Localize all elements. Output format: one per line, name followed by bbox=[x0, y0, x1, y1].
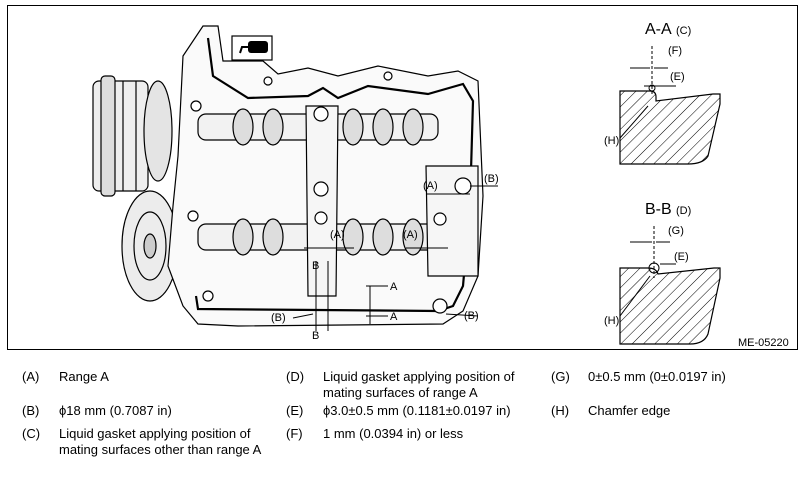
callout-b-3: (B) bbox=[464, 310, 479, 322]
section-aa-title: A-A bbox=[645, 21, 672, 38]
legend-code: (G) bbox=[551, 369, 570, 384]
callout-b-2: (B) bbox=[271, 312, 286, 324]
section-aa-hatch bbox=[619, 90, 721, 165]
legend-desc: Liquid gasket applying position of matin… bbox=[323, 369, 515, 400]
legend-code: (C) bbox=[22, 426, 41, 441]
section-aa-ref: (C) bbox=[676, 25, 691, 37]
legend-code: (E) bbox=[286, 403, 304, 418]
section-aa-h: (H) bbox=[604, 135, 619, 147]
cylinder-head-drawing bbox=[92, 25, 484, 327]
legend-desc: 1 mm (0.0394 in) or less bbox=[323, 426, 464, 441]
cut-label-b-top: B bbox=[312, 260, 319, 272]
section-bb: B-B (D) (G) (E) (H) bbox=[604, 201, 721, 345]
legend-code: (D) bbox=[286, 369, 305, 384]
cut-label-b-bottom: B bbox=[312, 330, 319, 342]
section-bb-e: (E) bbox=[674, 251, 689, 263]
camshaft-lower bbox=[197, 218, 439, 256]
range-a-markers bbox=[292, 185, 498, 331]
legend-desc: Range A bbox=[59, 369, 109, 384]
cut-label-a-top: A bbox=[390, 281, 398, 293]
section-bb-g: (G) bbox=[668, 225, 684, 237]
liquid-gasket-icon bbox=[231, 35, 273, 61]
legend-desc: 0±0.5 mm (0±0.0197 in) bbox=[588, 369, 726, 384]
legend-code: (F) bbox=[286, 426, 303, 441]
section-bb-ref: (D) bbox=[676, 205, 691, 217]
legend-code: (B) bbox=[22, 403, 40, 418]
section-aa-e: (E) bbox=[670, 71, 685, 83]
section-aa: A-A (C) (F) (E) (H) bbox=[604, 21, 721, 165]
legend-desc: ϕ18 mm (0.7087 in) bbox=[59, 403, 172, 418]
cam-sprocket-upper bbox=[92, 75, 173, 197]
callout-b-1: (B) bbox=[484, 173, 499, 185]
figure-id: ME-05220 bbox=[738, 337, 789, 349]
callout-a-3: (A) bbox=[423, 180, 438, 192]
diagram-frame: (A) (A) (A) (B) (B) (B) B B A A A-A (C) … bbox=[7, 5, 798, 350]
legend-desc: Chamfer edge bbox=[588, 403, 671, 418]
legend-code: (H) bbox=[551, 403, 570, 418]
section-aa-f: (F) bbox=[668, 45, 682, 57]
legend-desc: ϕ3.0±0.5 mm (0.1181±0.0197 in) bbox=[323, 403, 511, 418]
center-bridge bbox=[305, 105, 339, 297]
cam-sprocket-lower bbox=[121, 190, 179, 302]
section-bb-title: B-B bbox=[645, 201, 672, 218]
legend: (A) Range A (B) ϕ18 mm (0.7087 in) (C) L… bbox=[0, 355, 804, 479]
legend-desc: Liquid gasket applying position of matin… bbox=[59, 426, 262, 457]
engine-diagram: (A) (A) (A) (B) (B) (B) B B A A A-A (C) … bbox=[92, 21, 789, 349]
legend-code: (A) bbox=[22, 369, 40, 384]
callout-a-2: (A) bbox=[403, 229, 418, 241]
callout-a-1: (A) bbox=[330, 229, 345, 241]
cut-label-a-bottom: A bbox=[390, 311, 398, 323]
section-bb-hatch bbox=[619, 267, 721, 345]
section-bb-h: (H) bbox=[604, 315, 619, 327]
